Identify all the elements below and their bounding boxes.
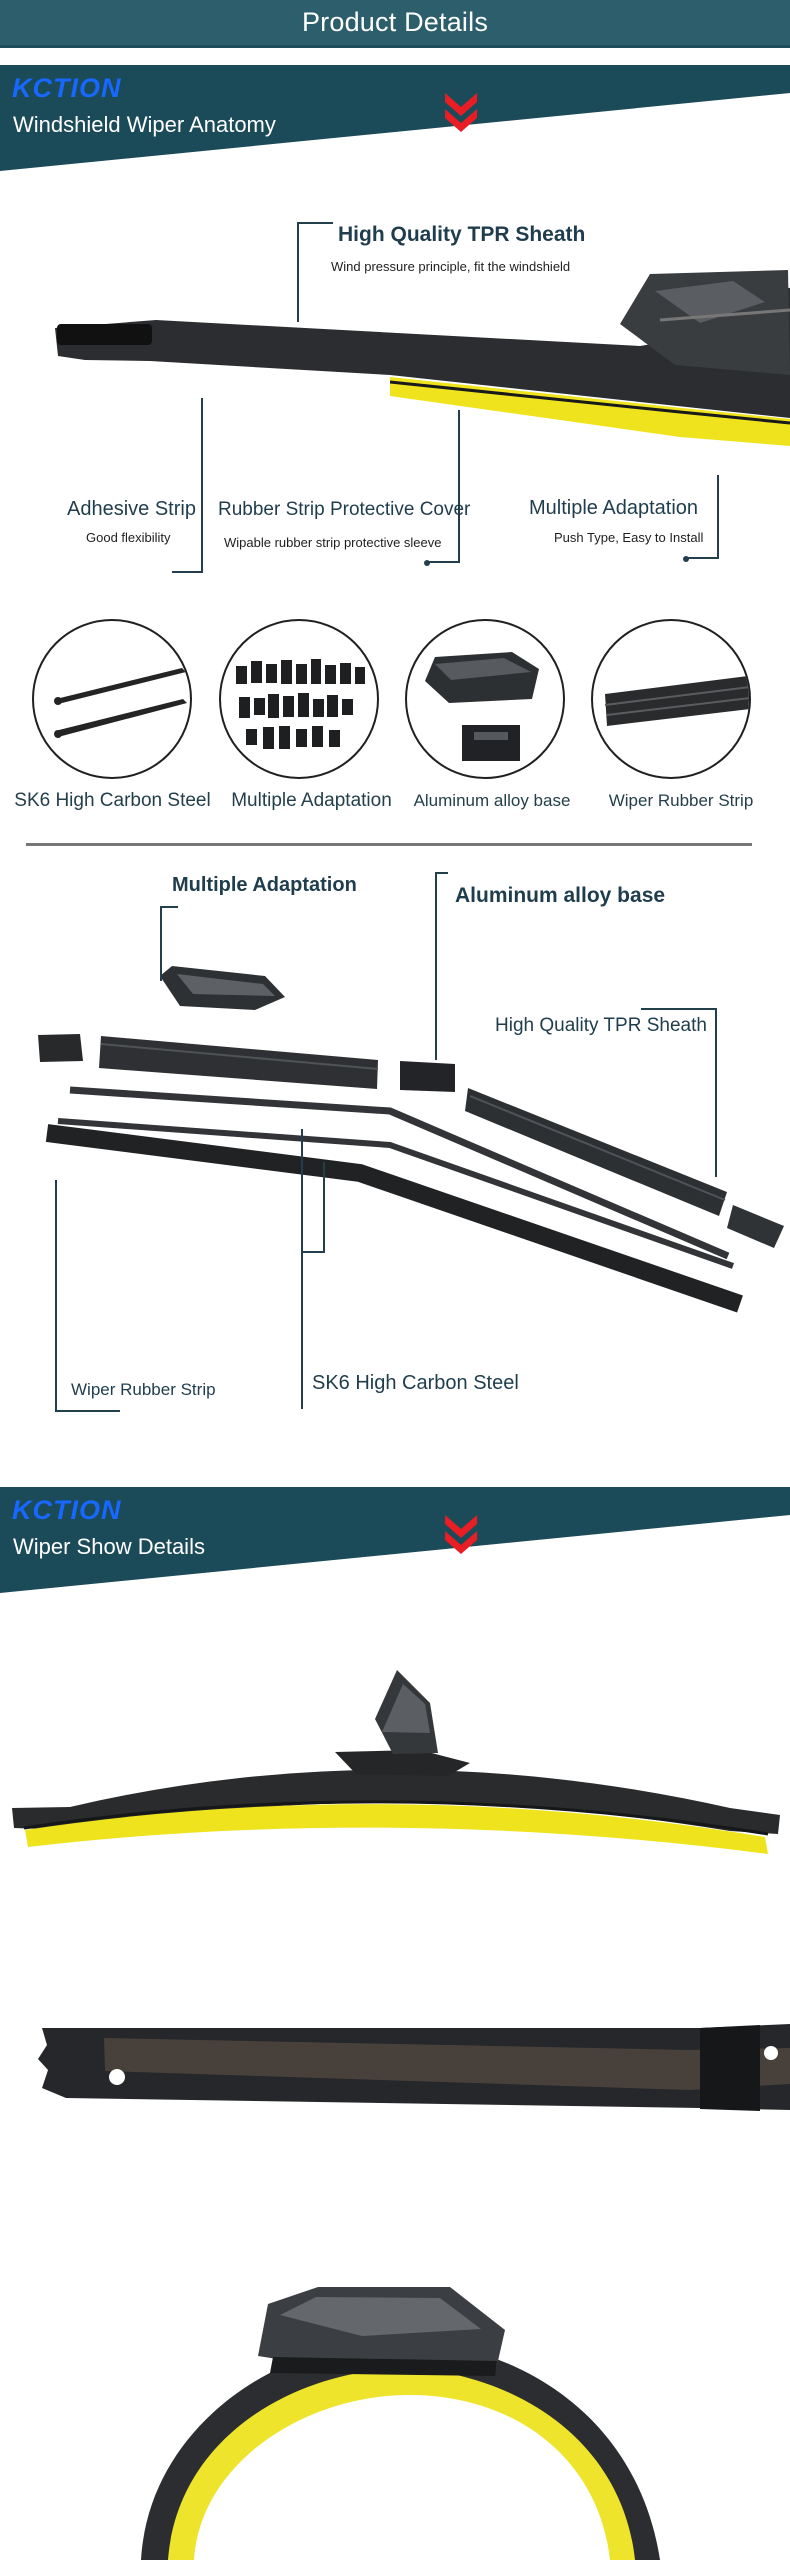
feature-circle-rubber [591, 619, 751, 779]
section-title: Windshield Wiper Anatomy [13, 112, 276, 137]
exploded-rubber-leader [55, 1180, 57, 1412]
feature-label-adaptation: Multiple Adaptation [231, 790, 392, 811]
wiper-closeup-image [38, 2024, 790, 2111]
protective-cover-point [424, 560, 430, 566]
protective-cover-title: Rubber Strip Protective Cover [218, 499, 471, 520]
double-chevron-down-icon [445, 1515, 477, 1554]
curved-wiper-closeup-image [141, 2287, 660, 2560]
brand-logo: KCTION [12, 73, 122, 103]
rubber-icon [604, 676, 749, 726]
feature-circle-adapters [219, 619, 379, 779]
section-title-2: Wiper Show Details [13, 1534, 205, 1559]
page-header: Product Details [0, 0, 790, 48]
protective-cover-leader-line [458, 410, 460, 561]
exploded-aluminum-leader [435, 872, 437, 1060]
feature-label-rubber: Wiper Rubber Strip [608, 791, 754, 810]
adaptation-tick [686, 557, 719, 559]
exploded-steel-label: SK6 High Carbon Steel [312, 1372, 519, 1394]
adhesive-strip-description: Good flexibility [86, 530, 171, 545]
exploded-tpr-label: High Quality TPR Sheath [495, 1015, 707, 1036]
adapters-icon [236, 659, 365, 749]
exploded-tpr-leader [715, 1008, 717, 1177]
exploded-aluminum-tick [435, 872, 448, 874]
exploded-multiple-tick [160, 906, 178, 908]
adhesive-strip-title: Adhesive Strip [67, 498, 196, 520]
base-icon [425, 652, 539, 761]
feature-label-base: Aluminum alloy base [413, 791, 571, 810]
multiple-adaptation-description: Push Type, Easy to Install [554, 530, 704, 545]
adhesive-leader-line [201, 398, 203, 571]
full-wiper-image [12, 1670, 780, 1854]
feature-circle-steel [32, 619, 192, 779]
exploded-steel-connector [301, 1251, 325, 1253]
tpr-sheath-description: Wind pressure principle, fit the windshi… [331, 259, 571, 274]
multiple-adaptation-title: Multiple Adaptation [529, 497, 699, 519]
page-title: Product Details [301, 7, 489, 37]
exploded-multiple-leader [160, 906, 162, 981]
exploded-rubber-label: Wiper Rubber Strip [71, 1380, 216, 1399]
exploded-multiple-label: Multiple Adaptation [172, 874, 357, 896]
tpr-leader-tick [297, 222, 333, 224]
exploded-rubber-tick [55, 1410, 120, 1412]
tpr-leader-line [297, 222, 299, 322]
exploded-steel-leader-a [301, 1129, 303, 1409]
feature-circle-base [405, 619, 565, 779]
feature-label-steel: SK6 High Carbon Steel [14, 790, 211, 811]
exploded-steel-leader-b [323, 1162, 325, 1252]
steel-icon [54, 668, 187, 738]
brand-logo-2: KCTION [12, 1495, 122, 1525]
section-divider [26, 843, 752, 846]
adhesive-leader-tick [172, 571, 203, 573]
tpr-sheath-title: High Quality TPR Sheath [338, 223, 586, 246]
exploded-wiper-image [38, 966, 784, 1313]
exploded-tpr-tick [641, 1008, 717, 1010]
protective-cover-description: Wipable rubber strip protective sleeve [224, 535, 442, 550]
exploded-aluminum-label: Aluminum alloy base [455, 884, 666, 907]
protective-cover-tick [428, 561, 460, 563]
double-chevron-down-icon [445, 93, 477, 132]
anatomy-banner: KCTION Windshield Wiper Anatomy [0, 65, 790, 171]
show-details-banner: KCTION Wiper Show Details [0, 1487, 790, 1593]
adaptation-leader-line [717, 475, 719, 558]
adaptation-point [683, 556, 689, 562]
wiper-anatomy-image [55, 270, 790, 446]
